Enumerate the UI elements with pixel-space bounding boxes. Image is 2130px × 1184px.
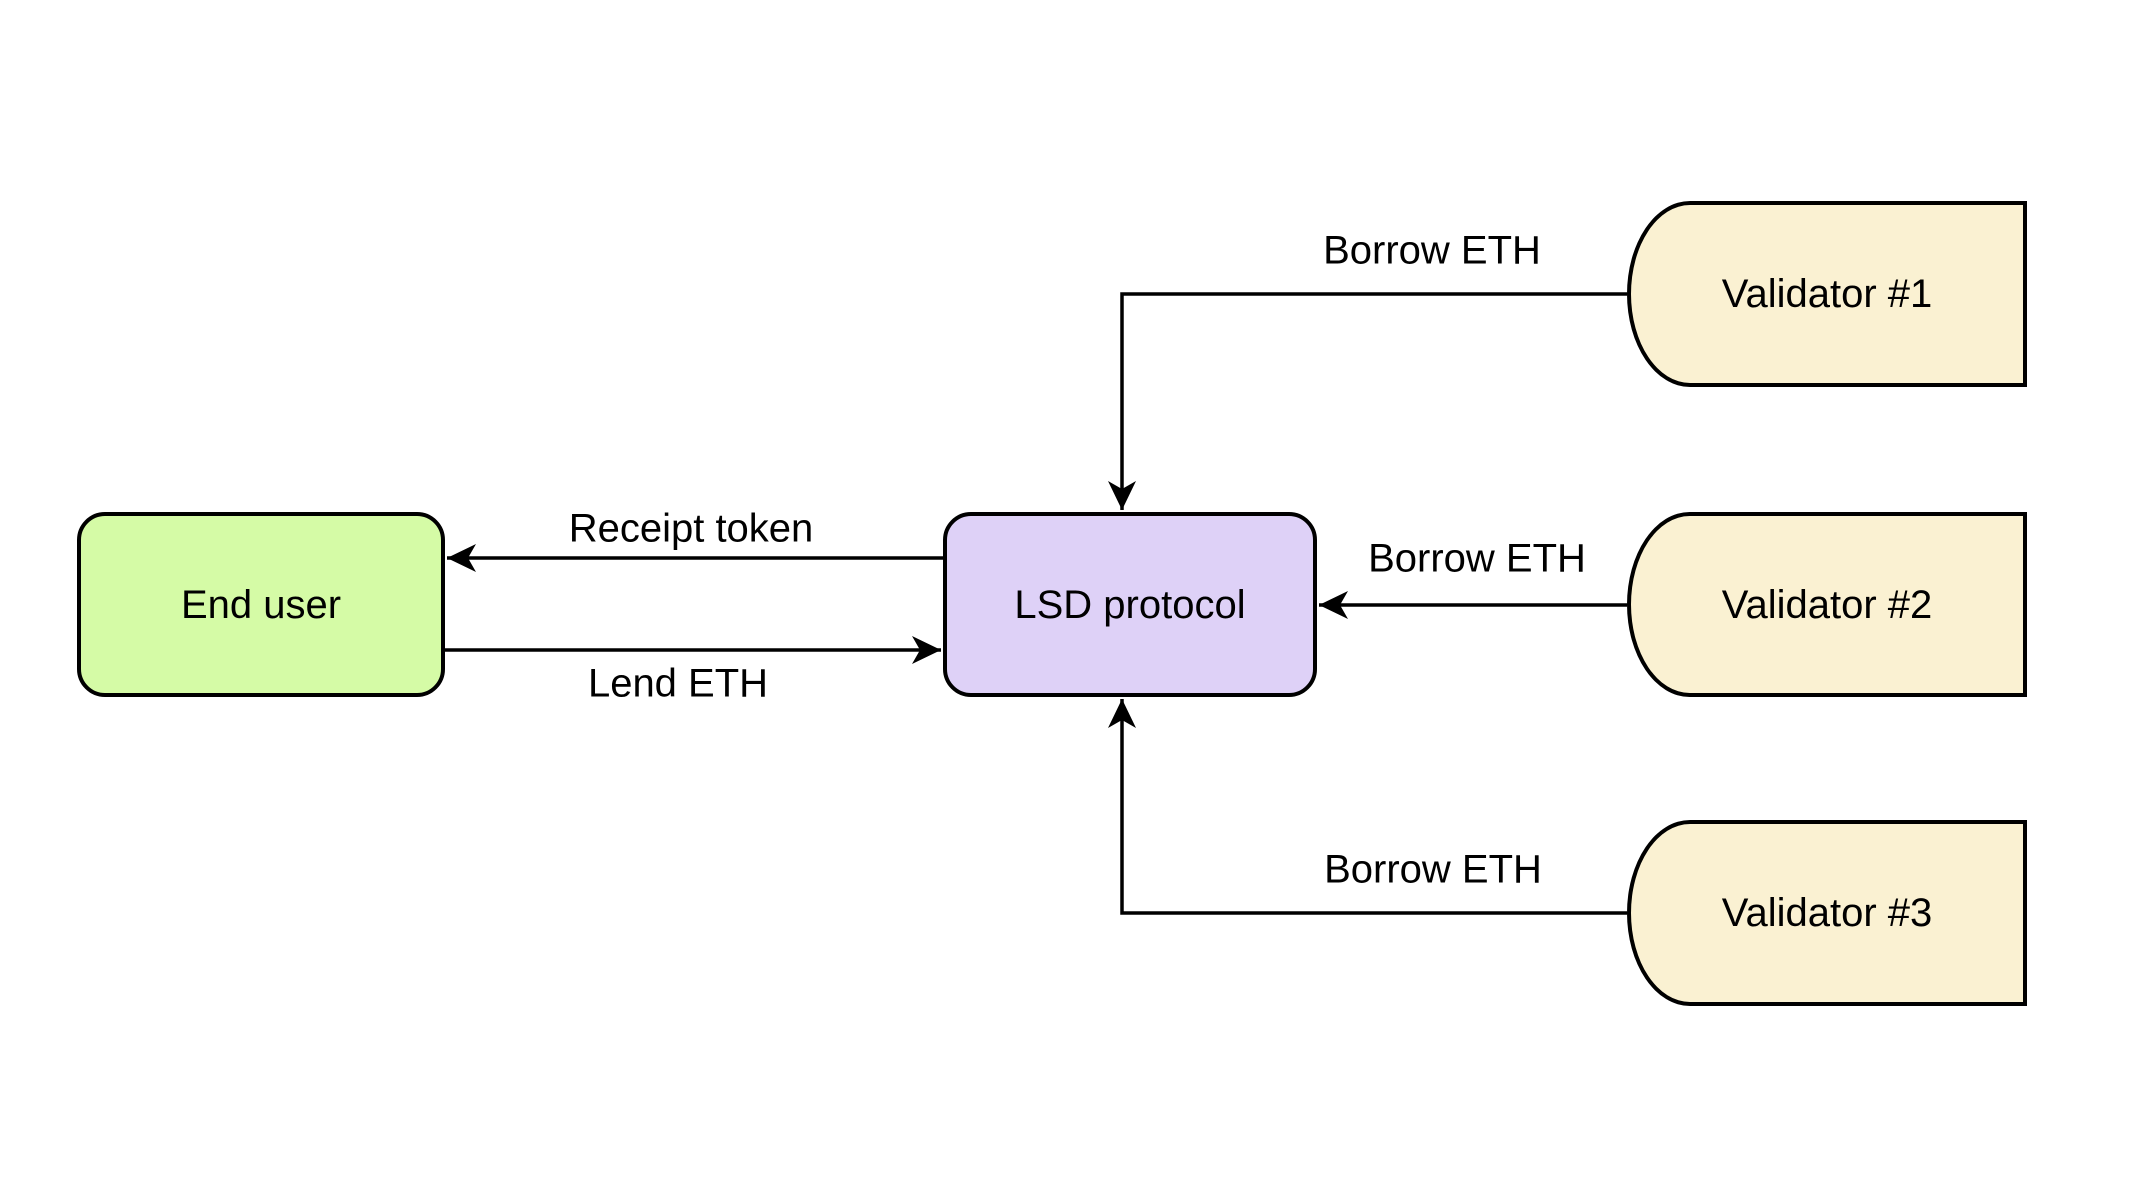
node-validator-1: Validator #1 [1627,201,2027,387]
edge-label-borrow-eth-1: Borrow ETH [1319,228,1545,274]
node-validator-2: Validator #2 [1627,512,2027,697]
node-end-user: End user [77,512,445,697]
arrow-borrow-eth-3 [1108,699,1627,915]
node-lsd-protocol: LSD protocol [943,512,1317,697]
edge-label-borrow-eth-3: Borrow ETH [1320,847,1546,893]
edge-label-lend-eth: Lend ETH [583,661,773,707]
node-validator-3: Validator #3 [1627,820,2027,1006]
arrow-borrow-eth-1 [1108,292,1627,510]
edge-label-receipt-token: Receipt token [564,506,818,552]
edge-label-borrow-eth-2: Borrow ETH [1364,536,1590,582]
